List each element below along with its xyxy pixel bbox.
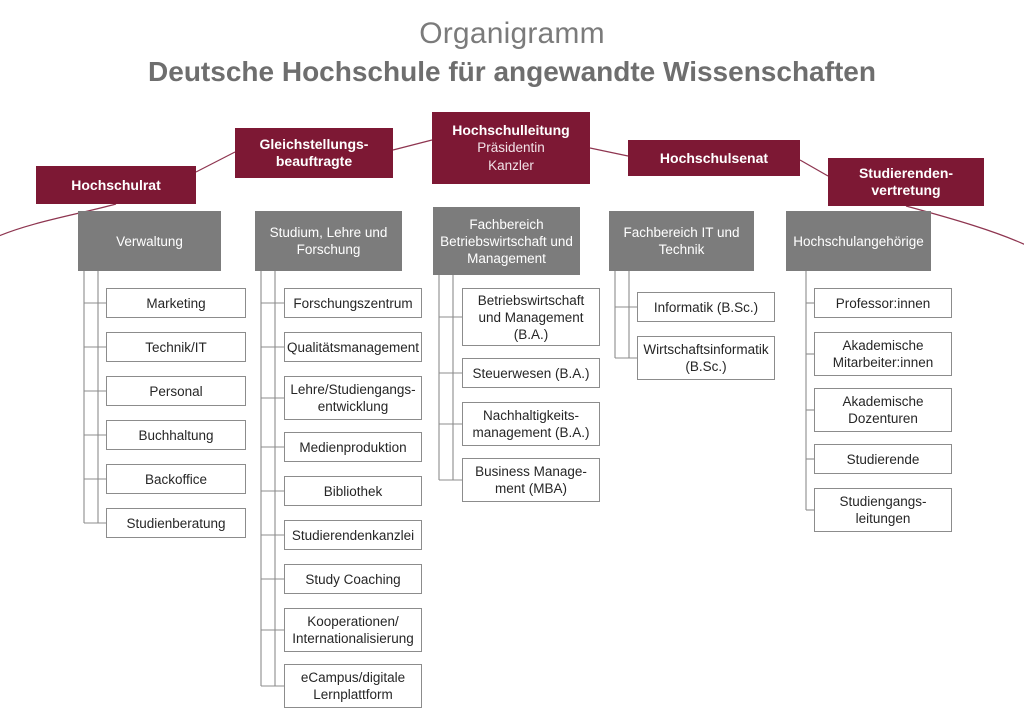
leaf-box-label: Qualitätsmanagement bbox=[286, 339, 420, 355]
leaf-box[interactable]: Kooperationen/Internationalisierung bbox=[284, 608, 422, 652]
gov-box-gleichstellung[interactable]: Gleichstellungs-beauftragte bbox=[235, 128, 393, 178]
leaf-box-label: Marketing bbox=[146, 295, 206, 311]
leaf-box-label: Nachhaltigkeits-management (B.A.) bbox=[472, 408, 590, 440]
leaf-box[interactable]: Buchhaltung bbox=[106, 420, 246, 450]
gov-box-subtitle: Kanzler bbox=[488, 157, 534, 173]
unit-box-verwaltung[interactable]: Verwaltung bbox=[78, 211, 221, 271]
leaf-box-label: Steuerwesen (B.A.) bbox=[472, 365, 590, 381]
gov-box-title: Studierenden- bbox=[858, 165, 954, 181]
gov-box-subtitle: Präsidentin bbox=[477, 139, 545, 155]
leaf-box[interactable]: Studierende bbox=[814, 444, 952, 474]
leaf-box[interactable]: Forschungszentrum bbox=[284, 288, 422, 318]
leaf-box-label: Informatik (B.Sc.) bbox=[653, 299, 759, 315]
leaf-box-label: Buchhaltung bbox=[138, 427, 214, 443]
unit-box-hochschulangehoerige[interactable]: Hochschulangehörige bbox=[786, 211, 931, 271]
leaf-box[interactable]: Qualitätsmanagement bbox=[284, 332, 422, 362]
leaf-box[interactable]: Bibliothek bbox=[284, 476, 422, 506]
leaf-box[interactable]: Study Coaching bbox=[284, 564, 422, 594]
page-title: Organigramm Deutsche Hochschule für ange… bbox=[0, 16, 1024, 90]
leaf-box-label: Studienberatung bbox=[126, 515, 226, 531]
leaf-box-label: Wirtschaftsinformatik(B.Sc.) bbox=[643, 342, 769, 374]
leaf-box-label: Personal bbox=[149, 383, 203, 399]
leaf-box[interactable]: Studienberatung bbox=[106, 508, 246, 538]
leaf-box-label: Study Coaching bbox=[305, 571, 401, 587]
gov-box-title: beauftragte bbox=[275, 153, 353, 169]
leaf-box-label: Professor:innen bbox=[835, 295, 931, 311]
leaf-box[interactable]: Studiengangs-leitungen bbox=[814, 488, 952, 532]
leaf-box[interactable]: Professor:innen bbox=[814, 288, 952, 318]
leaf-box[interactable]: Backoffice bbox=[106, 464, 246, 494]
leaf-box[interactable]: Wirtschaftsinformatik(B.Sc.) bbox=[637, 336, 775, 380]
gov-box-hochschulrat[interactable]: Hochschulrat bbox=[36, 166, 196, 204]
gov-box-title: Gleichstellungs- bbox=[259, 136, 369, 152]
gov-box-title: Hochschulrat bbox=[71, 176, 161, 193]
leaf-box[interactable]: Business Manage-ment (MBA) bbox=[462, 458, 600, 502]
leaf-box[interactable]: Marketing bbox=[106, 288, 246, 318]
leaf-box-label: Medienproduktion bbox=[299, 439, 407, 455]
leaf-box[interactable]: Studierendenkanzlei bbox=[284, 520, 422, 550]
leaf-box-label: Lehre/Studiengangs-entwicklung bbox=[290, 382, 416, 414]
unit-box-label: Verwaltung bbox=[116, 233, 183, 249]
leaf-box[interactable]: Personal bbox=[106, 376, 246, 406]
gov-box-title: vertretung bbox=[871, 182, 941, 198]
leaf-box[interactable]: Nachhaltigkeits-management (B.A.) bbox=[462, 402, 600, 446]
leaf-box-label: Kooperationen/Internationalisierung bbox=[292, 614, 414, 646]
leaf-box-label: Studierendenkanzlei bbox=[291, 527, 415, 543]
leaf-box[interactable]: Medienproduktion bbox=[284, 432, 422, 462]
title-subtitle: Organigramm bbox=[419, 17, 605, 50]
leaf-box-label: Studierende bbox=[846, 451, 920, 467]
unit-box-label: Hochschulangehörige bbox=[793, 233, 924, 249]
leaf-box-label: Technik/IT bbox=[145, 339, 207, 355]
gov-box-title: Hochschulleitung bbox=[452, 121, 570, 138]
leaf-box-label: Forschungszentrum bbox=[293, 295, 413, 311]
gov-box-hochschulsenat[interactable]: Hochschulsenat bbox=[628, 140, 800, 176]
leaf-box[interactable]: Technik/IT bbox=[106, 332, 246, 362]
leaf-box-label: Bibliothek bbox=[323, 483, 383, 499]
leaf-box-label: Business Manage-ment (MBA) bbox=[475, 464, 587, 496]
leaf-box[interactable]: Lehre/Studiengangs-entwicklung bbox=[284, 376, 422, 420]
leaf-box-label: Studiengangs-leitungen bbox=[839, 494, 927, 526]
gov-box-title: Hochschulsenat bbox=[659, 149, 769, 166]
leaf-box[interactable]: Steuerwesen (B.A.) bbox=[462, 358, 600, 388]
leaf-box[interactable]: Informatik (B.Sc.) bbox=[637, 292, 775, 322]
leaf-box-label: Backoffice bbox=[144, 471, 208, 487]
gov-box-studierendenvertretung[interactable]: Studierenden-vertretung bbox=[828, 158, 984, 206]
title-main: Deutsche Hochschule für angewandte Wisse… bbox=[148, 56, 876, 87]
